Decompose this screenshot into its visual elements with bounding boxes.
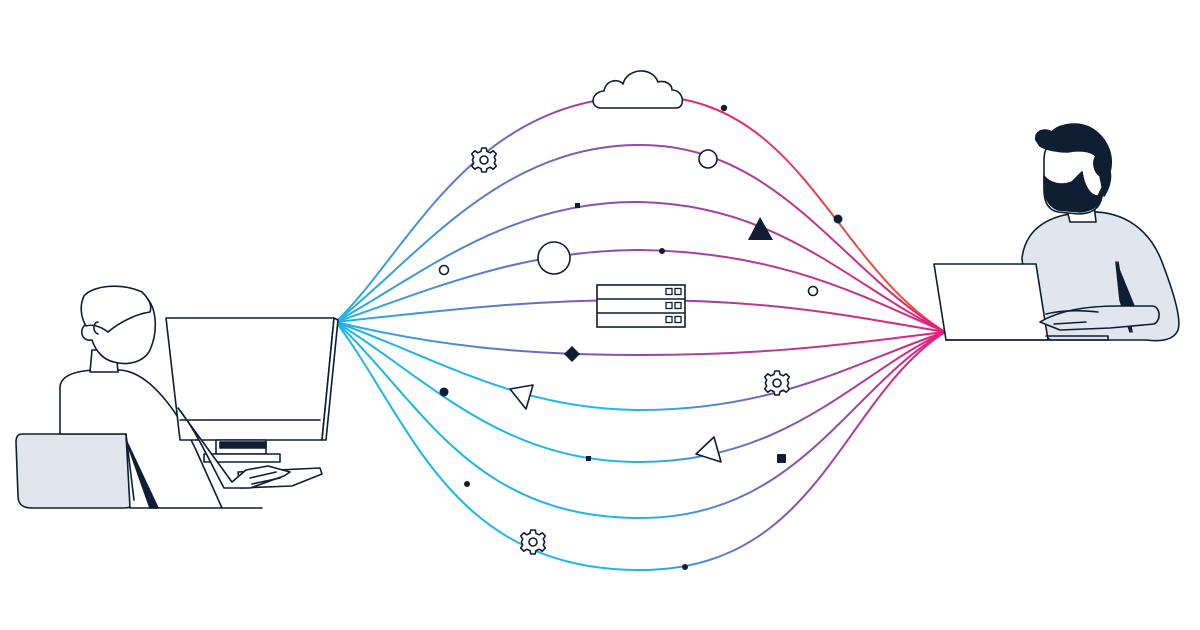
dot-icon <box>720 104 728 112</box>
connection-line-6 <box>335 321 946 357</box>
connection-line-8 <box>335 321 946 464</box>
circle-icon <box>537 241 571 275</box>
connection-line-4 <box>335 248 946 333</box>
diamond-icon <box>564 346 580 362</box>
triangle-icon <box>748 217 773 240</box>
dot-icon <box>439 387 449 397</box>
square-icon <box>586 456 591 461</box>
gear-icon <box>470 147 498 173</box>
cloud-icon <box>592 70 684 109</box>
hair <box>1035 123 1112 197</box>
connection-line-10 <box>335 321 946 572</box>
chair <box>15 433 135 509</box>
circle-icon <box>438 264 450 276</box>
dot-icon <box>659 248 665 254</box>
connection-line-3 <box>335 200 946 333</box>
triangle-icon <box>695 436 722 463</box>
torso <box>59 369 223 509</box>
dot-icon <box>464 481 470 487</box>
gear-icon <box>519 529 547 555</box>
connection-lines <box>335 94 946 572</box>
circle-icon <box>807 285 819 297</box>
triangle-icon <box>509 384 534 410</box>
circle-icon <box>698 149 718 169</box>
laptop <box>933 263 1049 341</box>
server-rack-icon <box>596 284 686 328</box>
line-nodes <box>438 70 843 570</box>
connection-line-2 <box>335 143 946 333</box>
square-icon <box>575 203 580 208</box>
gear-icon <box>763 370 791 396</box>
dot-icon <box>833 214 843 224</box>
person-at-desktop <box>15 285 339 509</box>
square-icon <box>777 454 786 463</box>
connection-line-7 <box>335 321 946 412</box>
connection-line-9 <box>335 321 946 520</box>
dot-icon <box>682 564 688 570</box>
monitor <box>165 317 335 441</box>
person-with-laptop <box>933 123 1180 342</box>
